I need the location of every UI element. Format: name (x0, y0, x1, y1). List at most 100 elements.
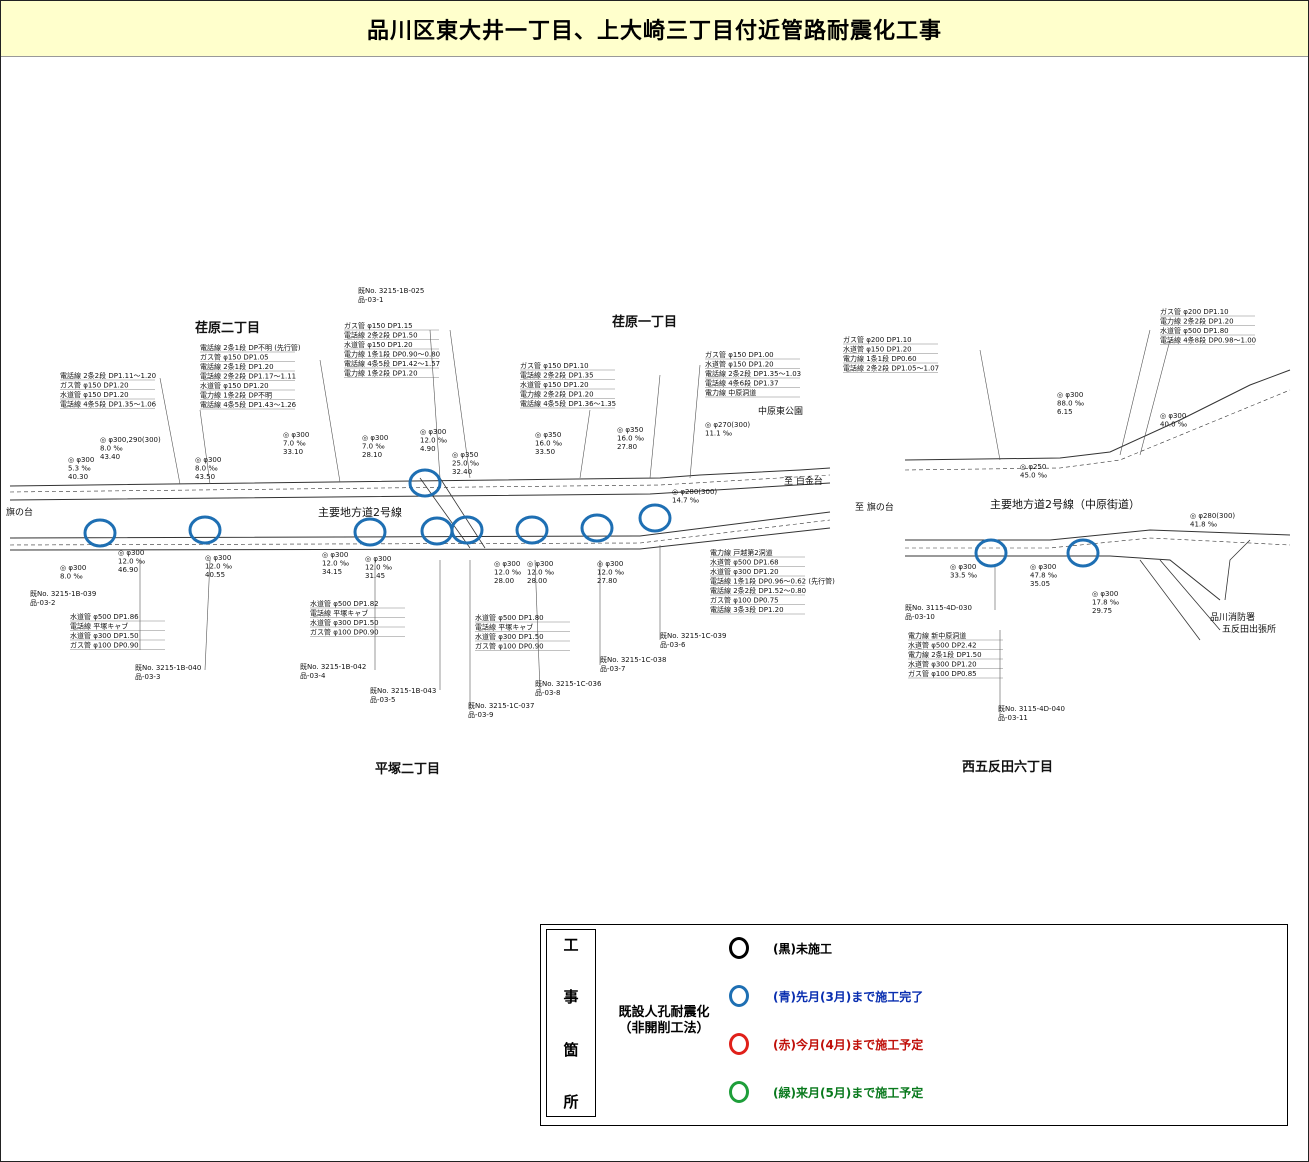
gradient-label: ◎ φ300 (283, 431, 309, 439)
gradient-label: 7.0 ‰ (362, 443, 385, 451)
legend: 工 事 箇 所 既設人孔耐震化 （非開削工法） (黒)未施工 (青)先月(3月)… (540, 924, 1288, 1126)
gradient-label: 28.10 (362, 451, 382, 459)
manhole-marker-blue[interactable] (638, 503, 672, 533)
manhole-id: 既No. 3215-1C-039 (660, 632, 726, 640)
pipe-note: ガス管 φ150 DP1.15 (344, 321, 413, 330)
gradient-label: ◎ φ350 (535, 431, 561, 439)
legend-item-completed: (青)先月(3月)まで施工完了 (729, 985, 923, 1007)
legend-char: 箇 (563, 1040, 579, 1059)
gradient-label: ◎ φ300 (420, 428, 446, 436)
pipe-note: 電話線 4条5段 DP1.42～1.57 (344, 359, 440, 368)
gradient-label: 40.30 (68, 473, 88, 481)
gradient-label: 43.40 (100, 453, 120, 461)
gradient-label: ◎ φ300 (1030, 563, 1056, 571)
gradient-label: 12.0 ‰ (118, 558, 146, 566)
gradient-label: 28.00 (494, 577, 514, 585)
pipe-note: 水道管 φ300 DP1.50 (475, 632, 544, 641)
manhole-code: 品-03-9 (468, 711, 493, 719)
manhole-id: 既No. 3215-1B-040 (135, 664, 201, 672)
gradient-label: 8.0 ‰ (100, 445, 123, 453)
gradient-label: 40.55 (205, 571, 225, 579)
gradient-label: 4.90 (420, 445, 436, 453)
place-nakanobu-park: 中原東公園 (758, 405, 803, 417)
gradient-label: 88.0 ‰ (1057, 400, 1085, 408)
gradient-label: 16.0 ‰ (617, 435, 645, 443)
pipe-note: 電話線 2条1段 DP1.20 (200, 362, 274, 371)
manhole-marker-blue[interactable] (1066, 538, 1100, 568)
gradient-label: 33.50 (535, 448, 555, 456)
manhole-marker-blue[interactable] (580, 513, 614, 543)
legend-method-line1: 既設人孔耐震化 (618, 1005, 710, 1020)
pipe-note: 電話線 平塚キャブ (310, 609, 368, 618)
pipe-note: 水道管 φ150 DP1.20 (843, 345, 912, 354)
gradient-label: 34.15 (322, 568, 342, 576)
manhole-id: 既No. 3215-1C-038 (600, 656, 666, 664)
legend-circle-red (729, 1033, 749, 1055)
pipe-note: 水道管 φ150 DP1.20 (344, 340, 413, 349)
pipe-note: 水道管 φ500 DP1.68 (710, 558, 779, 567)
gradient-label: 46.90 (118, 566, 138, 574)
gradient-label: ◎ φ300 (1160, 412, 1186, 420)
manhole-marker-blue[interactable] (450, 515, 484, 545)
manhole-marker-blue[interactable] (408, 468, 442, 498)
gradient-label: ◎ φ300 (1092, 590, 1118, 598)
manhole-marker-blue[interactable] (974, 538, 1008, 568)
gradient-label: ◎ φ350 (617, 426, 643, 434)
pipe-note: 電力線 2条1段 DP1.50 (908, 650, 982, 659)
legend-text: (青)先月(3月)まで施工完了 (773, 989, 924, 1004)
manhole-marker-blue[interactable] (420, 516, 454, 546)
pipe-note: 電話線 2条1段 DP不明 (先行管) (200, 343, 301, 352)
legend-char: 所 (563, 1092, 579, 1111)
gradient-label: ◎ φ300 (60, 564, 86, 572)
legend-circle-green (729, 1081, 749, 1103)
manhole-code: 品-03-6 (660, 641, 686, 649)
left-road (9, 467, 831, 551)
gradient-label: 5.3 ‰ (68, 465, 91, 473)
gradient-label: 12.0 ‰ (597, 569, 625, 577)
gradient-label: ◎ φ250 (1020, 463, 1046, 471)
gradient-label: ◎ φ300 (68, 456, 94, 464)
gradient-label: 41.8 ‰ (1190, 521, 1218, 529)
pipe-note: 電話線 4条5段 DP1.36～1.35 (520, 399, 616, 408)
gradient-label: 17.8 ‰ (1092, 599, 1120, 607)
gradient-label: 12.0 ‰ (322, 560, 350, 568)
pipe-note: 電力線 1条1段 DP0.60 (843, 354, 917, 363)
pipe-note: 電話線 平塚キャブ (70, 622, 128, 631)
pipe-note: ガス管 φ100 DP0.75 (710, 596, 779, 605)
pipe-note: 電力線 1条1段 DP0.90～0.80 (344, 350, 440, 359)
legend-text: (緑)来月(5月)まで施工予定 (773, 1085, 924, 1100)
manhole-marker-blue[interactable] (515, 515, 549, 545)
manhole-id: 既No. 3215-1B-025 (358, 287, 424, 295)
manhole-marker-blue[interactable] (83, 518, 117, 548)
place-hatanodai: 旗の台 (6, 506, 33, 518)
place-fire-station-branch: 五反田出張所 (1222, 623, 1276, 635)
manhole-marker-blue[interactable] (188, 515, 222, 545)
pipe-note: 水道管 φ500 DP1.80 (475, 613, 544, 622)
manhole-marker-blue[interactable] (353, 517, 387, 547)
gradient-label: 6.15 (1057, 408, 1073, 416)
pipe-note: 水道管 φ500 DP2.42 (908, 641, 977, 650)
gradient-label: 8.0 ‰ (195, 465, 218, 473)
gradient-label: ◎ φ280(300) (672, 488, 717, 496)
gradient-label: 7.0 ‰ (283, 440, 306, 448)
manhole-code: 品-03-1 (358, 296, 383, 304)
gradient-label: ◎ φ300 (118, 549, 144, 557)
gradient-label: ◎ φ270(300) (705, 421, 750, 429)
manhole-code: 品-03-10 (905, 613, 935, 621)
pipe-note: ガス管 φ100 DP0.90 (310, 628, 379, 637)
legend-method: 既設人孔耐震化 （非開削工法） (609, 1005, 719, 1037)
pipe-note: 電話線 2条2段 DP1.35～1.03 (705, 369, 801, 378)
gradient-label: ◎ φ300 (1057, 391, 1083, 399)
gradient-label: 11.1 ‰ (705, 430, 733, 438)
pipe-note: ガス管 φ200 DP1.10 (1160, 307, 1229, 316)
gradient-label: ◎ φ300 (597, 560, 623, 568)
place-fire-station: 品川消防署 (1210, 611, 1255, 623)
gradient-label: 8.0 ‰ (60, 573, 83, 581)
